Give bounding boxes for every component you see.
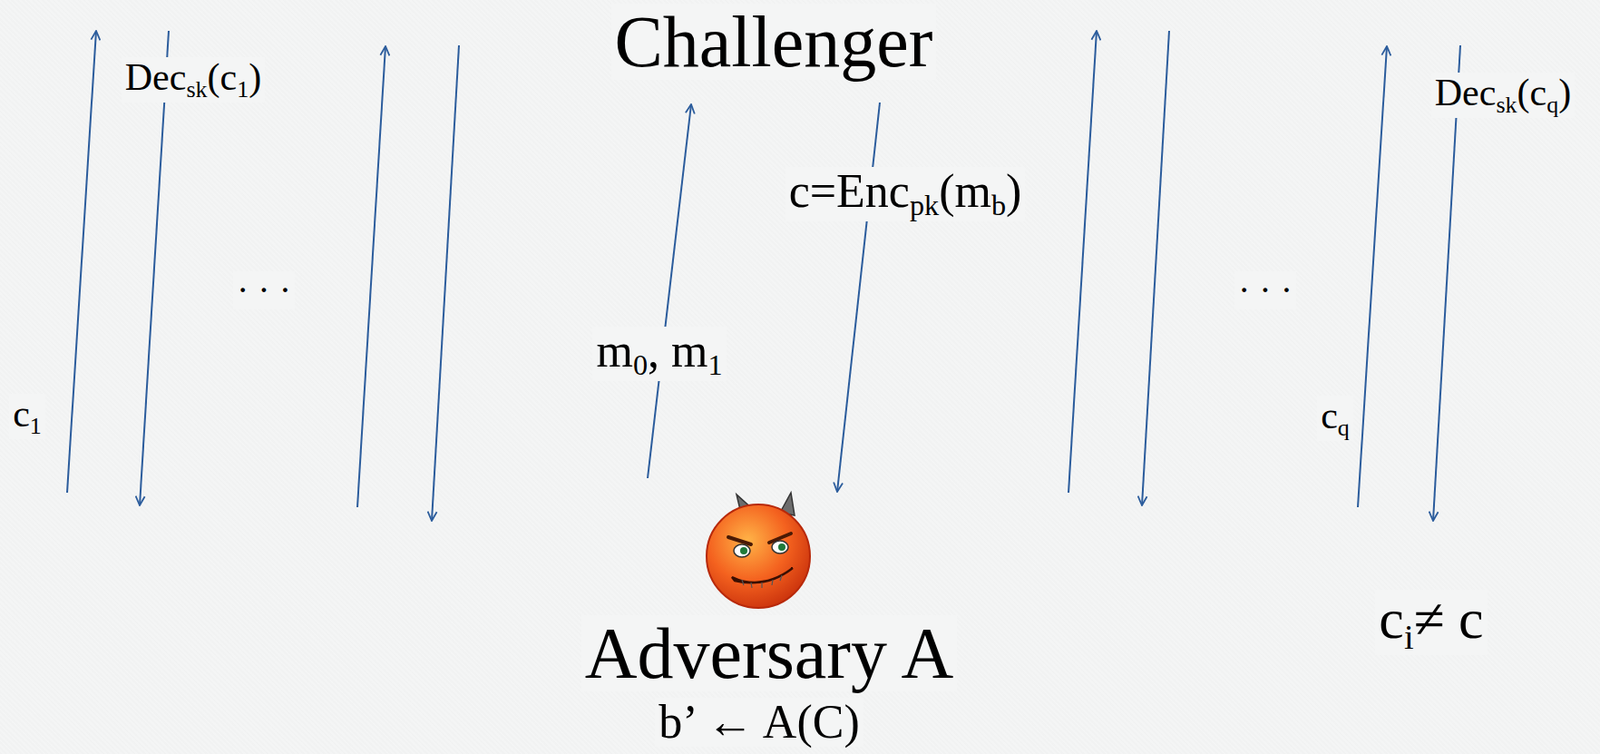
subscript-text: sk bbox=[1495, 91, 1517, 118]
adversary-output: b’ ← A(C) bbox=[654, 697, 863, 748]
label-text: c bbox=[12, 392, 30, 435]
subscript-text: 1 bbox=[29, 412, 42, 440]
subscript-text: 0 bbox=[633, 348, 648, 381]
subscript-text: sk bbox=[185, 76, 207, 103]
subscript-text: b bbox=[991, 188, 1006, 222]
label-text: · · · bbox=[1238, 269, 1293, 311]
label-text: ) bbox=[248, 56, 262, 98]
label-text: (c bbox=[207, 56, 238, 98]
label-text: b’ ← A(C) bbox=[658, 695, 859, 748]
label-text: c bbox=[1378, 587, 1405, 650]
subscript-text: pk bbox=[909, 188, 939, 222]
subscript-text: 1 bbox=[236, 76, 249, 103]
label-text: c=Enc bbox=[789, 165, 910, 217]
label-text: ) bbox=[1005, 165, 1022, 217]
label-text: · · · bbox=[236, 269, 292, 311]
ellipsis: · · · bbox=[1234, 271, 1297, 310]
label-text: (c bbox=[1517, 71, 1548, 114]
query-condition: ci≠ c bbox=[1375, 589, 1487, 655]
query-ciphertext: cq bbox=[1317, 395, 1354, 440]
label-text: Dec bbox=[1434, 71, 1497, 114]
challenge-ciphertext: c=Encpk(mb) bbox=[785, 166, 1026, 223]
label-text: Adversary A bbox=[585, 613, 955, 693]
message-pair: m0, m1 bbox=[592, 326, 726, 382]
label-text: Challenger bbox=[614, 1, 934, 82]
label-text: , m bbox=[647, 324, 708, 377]
label-text: (m bbox=[938, 165, 992, 217]
role-title: Adversary A bbox=[581, 614, 958, 692]
subscript-text: i bbox=[1404, 617, 1415, 656]
devil-face bbox=[706, 492, 810, 608]
label-text: ≠ c bbox=[1414, 587, 1484, 650]
label-text: Dec bbox=[125, 56, 187, 98]
decryption-reply: Decsk(c1) bbox=[121, 57, 265, 102]
role-title: Challenger bbox=[611, 3, 937, 80]
query-ciphertext: c1 bbox=[9, 393, 46, 439]
label-text: m bbox=[595, 324, 633, 377]
label-text: c bbox=[1320, 394, 1338, 437]
subscript-text: q bbox=[1337, 414, 1350, 441]
label-text: ) bbox=[1558, 71, 1571, 114]
decryption-reply: Decsk(cq) bbox=[1431, 72, 1575, 118]
ellipsis: · · · bbox=[233, 271, 295, 310]
subscript-text: q bbox=[1546, 91, 1559, 118]
subscript-text: 1 bbox=[707, 348, 722, 381]
arrow-set bbox=[67, 30, 1461, 521]
